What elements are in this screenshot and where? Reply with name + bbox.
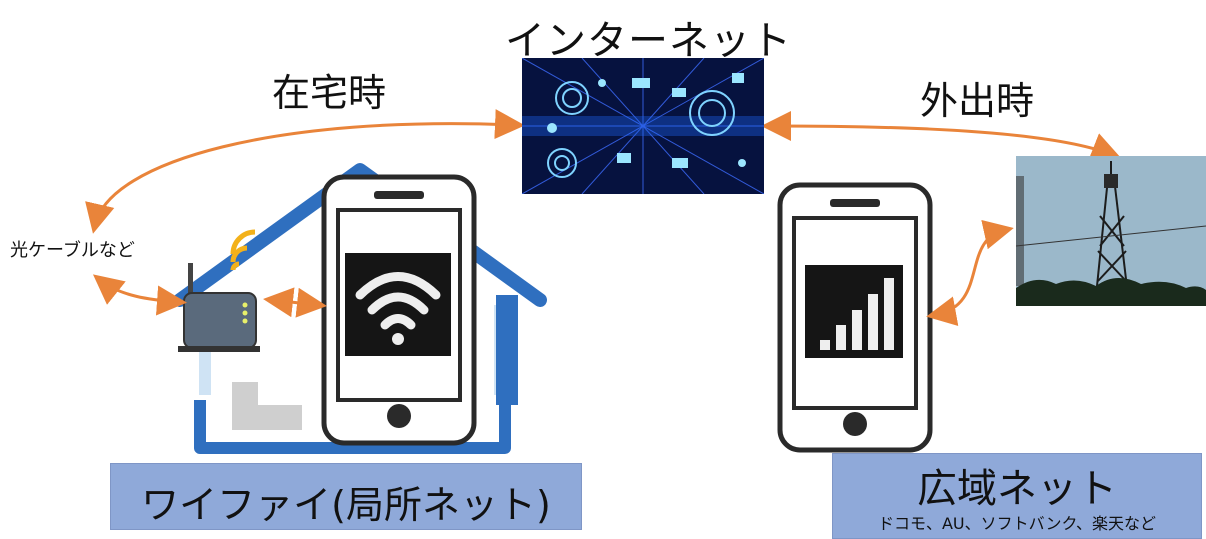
arrow-fiber-to-router: [92, 274, 187, 316]
wifi-signal-icon: [345, 253, 451, 356]
arrow-tower-to-phone: [926, 219, 1014, 326]
connection-arrows: [85, 109, 1122, 326]
couch-icon: [232, 382, 302, 430]
wifi-box-label: ワイファイ(局所ネット): [141, 483, 551, 527]
wide-area-network-box: 広域ネット ドコモ、AU、ソフトバンク、楽天など: [832, 453, 1202, 539]
at-home-label: 在宅時: [272, 71, 387, 115]
network-image: [522, 58, 764, 194]
carriers-label: ドコモ、AU、ソフトバンク、楽天など: [877, 514, 1157, 533]
going-out-label: 外出時: [920, 79, 1035, 123]
cell-tower-image: [1016, 156, 1206, 306]
wifi-router-icon: [178, 229, 260, 352]
cellular-signal-icon: [805, 265, 903, 358]
internet-title: インターネット: [505, 18, 792, 64]
arrow-router-to-phone: [263, 287, 327, 318]
arrow-internet-to-tower: [761, 111, 1122, 162]
wide-area-label: 広域ネット: [917, 466, 1117, 512]
outside-smartphone: [777, 182, 933, 453]
arrow-internet-to-home: [85, 109, 525, 234]
wifi-local-network-box: ワイファイ(局所ネット): [110, 463, 582, 530]
fiber-label: 光ケーブルなど: [10, 240, 135, 261]
home-smartphone: [321, 174, 477, 446]
